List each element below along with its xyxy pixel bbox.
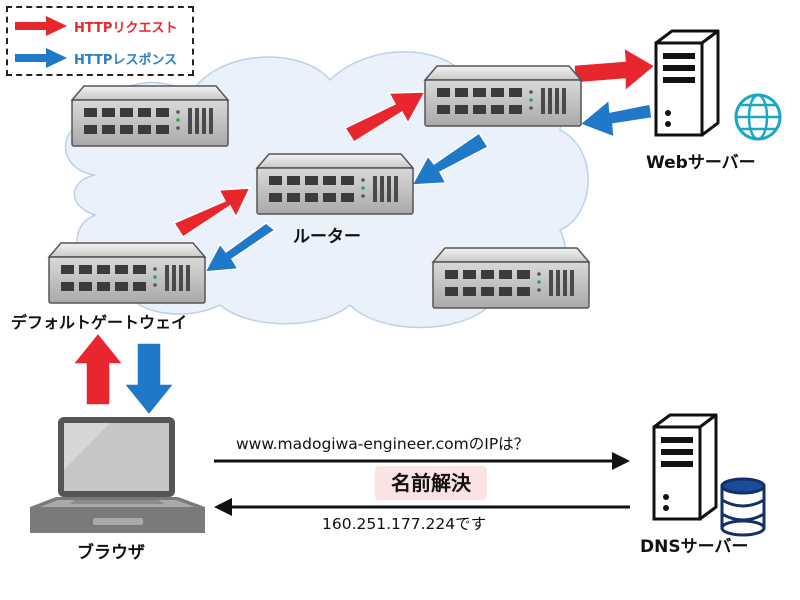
router-label: ルーター xyxy=(293,227,361,247)
database-icon xyxy=(720,477,766,537)
dns-server-icon xyxy=(652,413,718,521)
router-icon xyxy=(424,65,582,127)
legend-request: HTTPリクエスト xyxy=(8,13,196,39)
legend-response: HTTPレスポンス xyxy=(8,45,196,71)
router-icon xyxy=(48,242,206,304)
legend-response-label: HTTPレスポンス xyxy=(74,53,178,68)
router-icon xyxy=(71,85,229,147)
legend-request-label: HTTPリクエスト xyxy=(74,21,178,36)
blue-arrow-icon xyxy=(15,48,67,68)
response-arrow-router-to-gateway xyxy=(203,222,277,273)
router-icon xyxy=(256,153,414,215)
response-arrow-top-router-to-router xyxy=(410,131,490,186)
request-arrow-router-to-web-server xyxy=(573,46,657,93)
dns-answer-arrow xyxy=(214,498,630,516)
request-arrow-router-to-top-router xyxy=(343,91,427,144)
default-gateway-label: デフォルトゲートウェイ xyxy=(11,313,188,332)
legend: HTTPリクエスト HTTPレスポンス xyxy=(6,6,194,76)
dns-query-arrow xyxy=(214,452,630,470)
web-server-label: Webサーバー xyxy=(646,153,756,173)
laptop-icon xyxy=(30,417,205,533)
dns-server-label: DNSサーバー xyxy=(640,537,749,557)
request-arrow-gateway-to-router xyxy=(172,187,252,239)
web-server-icon xyxy=(654,29,720,137)
request-arrow-browser-to-gateway xyxy=(71,331,125,406)
dns-answer-text: 160.251.177.224です xyxy=(322,515,487,533)
dns-query-text: www.madogiwa-engineer.comのIPは？ xyxy=(236,435,530,453)
globe-icon xyxy=(734,93,782,141)
response-arrow-gateway-to-browser xyxy=(122,342,176,417)
name-resolution-badge: 名前解決 xyxy=(375,466,487,500)
response-arrow-web-server-to-router xyxy=(578,98,653,139)
red-arrow-icon xyxy=(15,16,67,36)
browser-label: ブラウザ xyxy=(77,543,145,563)
router-icon xyxy=(432,247,590,309)
